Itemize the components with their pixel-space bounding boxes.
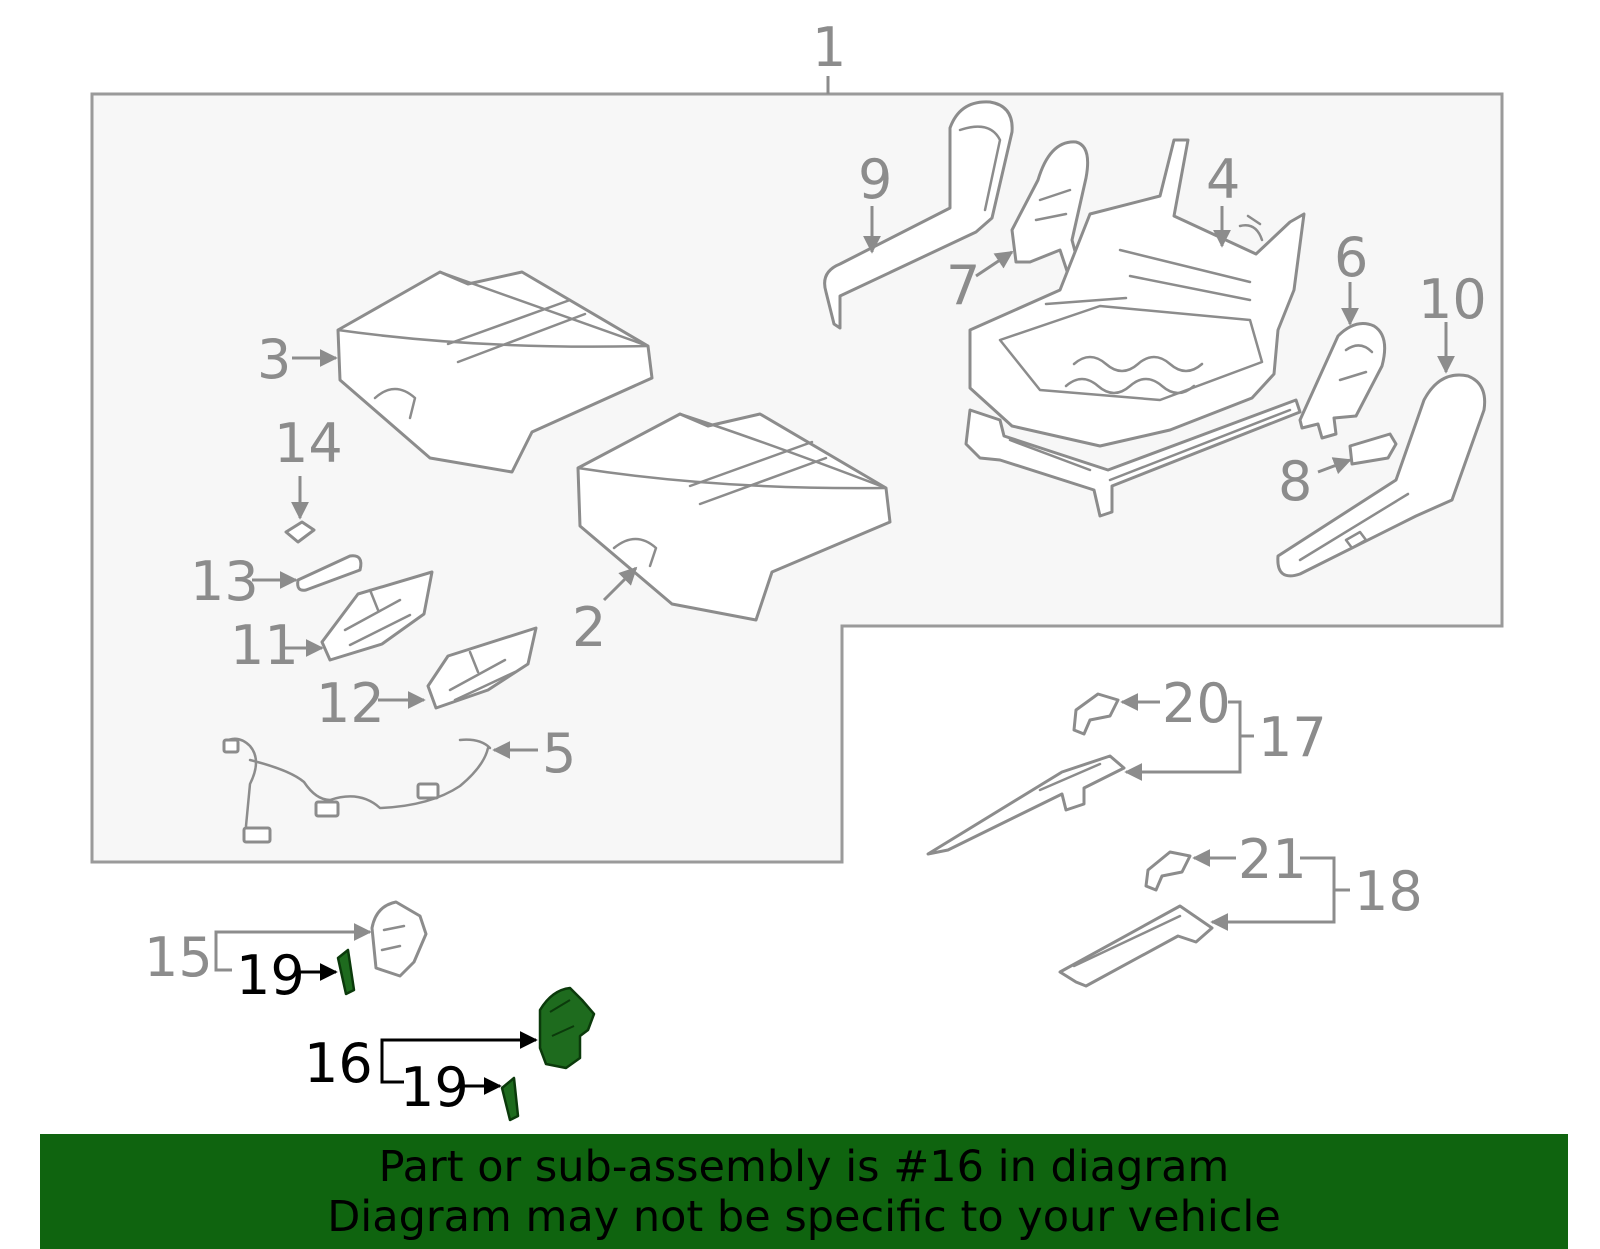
label-20: 20 xyxy=(1162,672,1231,735)
side-shield-10 xyxy=(1276,373,1487,578)
side-cover-11 xyxy=(320,570,434,662)
banner-line-part: Part or sub-assembly is #16 in diagram xyxy=(378,1141,1230,1192)
label-9: 9 xyxy=(858,148,892,211)
label-18: 18 xyxy=(1354,860,1423,923)
label-10: 10 xyxy=(1418,268,1487,331)
label-2: 2 xyxy=(572,596,606,659)
label-4: 4 xyxy=(1206,148,1240,211)
handle-13 xyxy=(296,554,363,592)
part-16 xyxy=(538,986,596,1070)
track-cap-20 xyxy=(1072,692,1120,736)
cushion-pad-3 xyxy=(336,270,654,474)
label-15: 15 xyxy=(144,926,213,989)
label-7: 7 xyxy=(946,254,980,317)
banner-line-disclaimer: Diagram may not be specific to your vehi… xyxy=(327,1191,1281,1242)
label-5: 5 xyxy=(542,722,576,785)
banner-background xyxy=(40,1134,1568,1249)
clip-19-lower xyxy=(500,1076,520,1122)
track-rail-17 xyxy=(926,754,1126,856)
recliner-cover-6 xyxy=(1298,322,1387,440)
label-14: 14 xyxy=(274,412,343,475)
seat-frame-4 xyxy=(964,138,1306,518)
label-12: 12 xyxy=(316,672,385,735)
label-19-upper: 19 xyxy=(236,944,305,1007)
track-cap-21 xyxy=(1144,850,1192,892)
label-16: 16 xyxy=(304,1032,373,1095)
label-21: 21 xyxy=(1238,828,1307,891)
side-trim-9 xyxy=(823,100,1014,330)
cushion-pad-2 xyxy=(576,412,892,622)
label-1: 1 xyxy=(812,16,846,79)
label-8: 8 xyxy=(1278,450,1312,513)
label-11: 11 xyxy=(230,614,299,677)
label-3: 3 xyxy=(257,328,291,391)
track-rail-18 xyxy=(1058,904,1214,988)
wiring-harness-5 xyxy=(222,737,492,844)
label-13: 13 xyxy=(190,550,259,613)
info-banner: Part or sub-assembly is #16 in diagram D… xyxy=(40,1134,1568,1249)
label-19-lower: 19 xyxy=(400,1056,469,1119)
cover-15 xyxy=(370,900,428,978)
clip-19-upper xyxy=(336,948,356,996)
label-17: 17 xyxy=(1258,706,1327,769)
side-cover-12 xyxy=(426,626,538,710)
clip-14 xyxy=(284,520,316,544)
label-6: 6 xyxy=(1334,226,1368,289)
